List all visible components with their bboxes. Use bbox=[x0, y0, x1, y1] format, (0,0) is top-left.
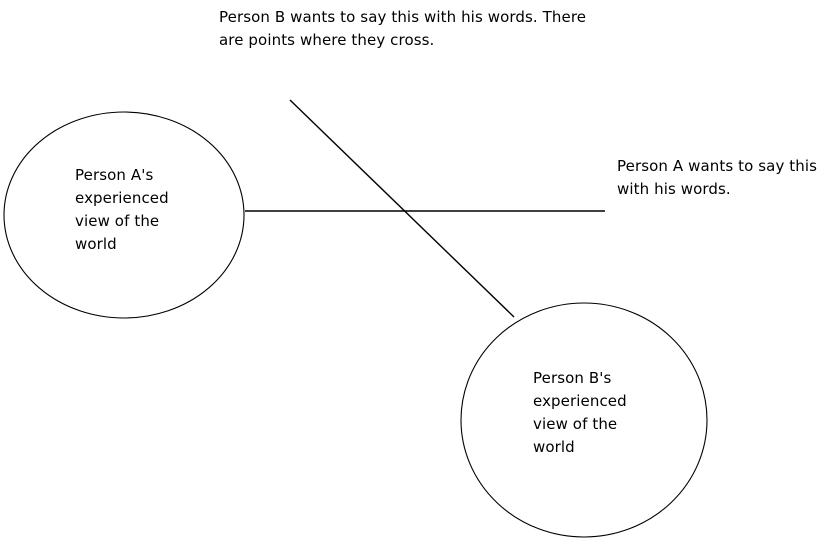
annotation-person-b-note: Person B wants to say this with his word… bbox=[219, 8, 587, 49]
connector-person-b-words[interactable] bbox=[289, 99, 515, 318]
label-circle-person-a: Person A's experienced view of the world bbox=[75, 166, 169, 253]
annotation-person-a-note: Person A wants to say this with his word… bbox=[617, 157, 818, 198]
label-circle-person-b: Person B's experienced view of the world bbox=[533, 369, 627, 456]
circle-person-a-view[interactable] bbox=[3, 111, 245, 319]
circle-person-b-view[interactable] bbox=[460, 302, 708, 538]
